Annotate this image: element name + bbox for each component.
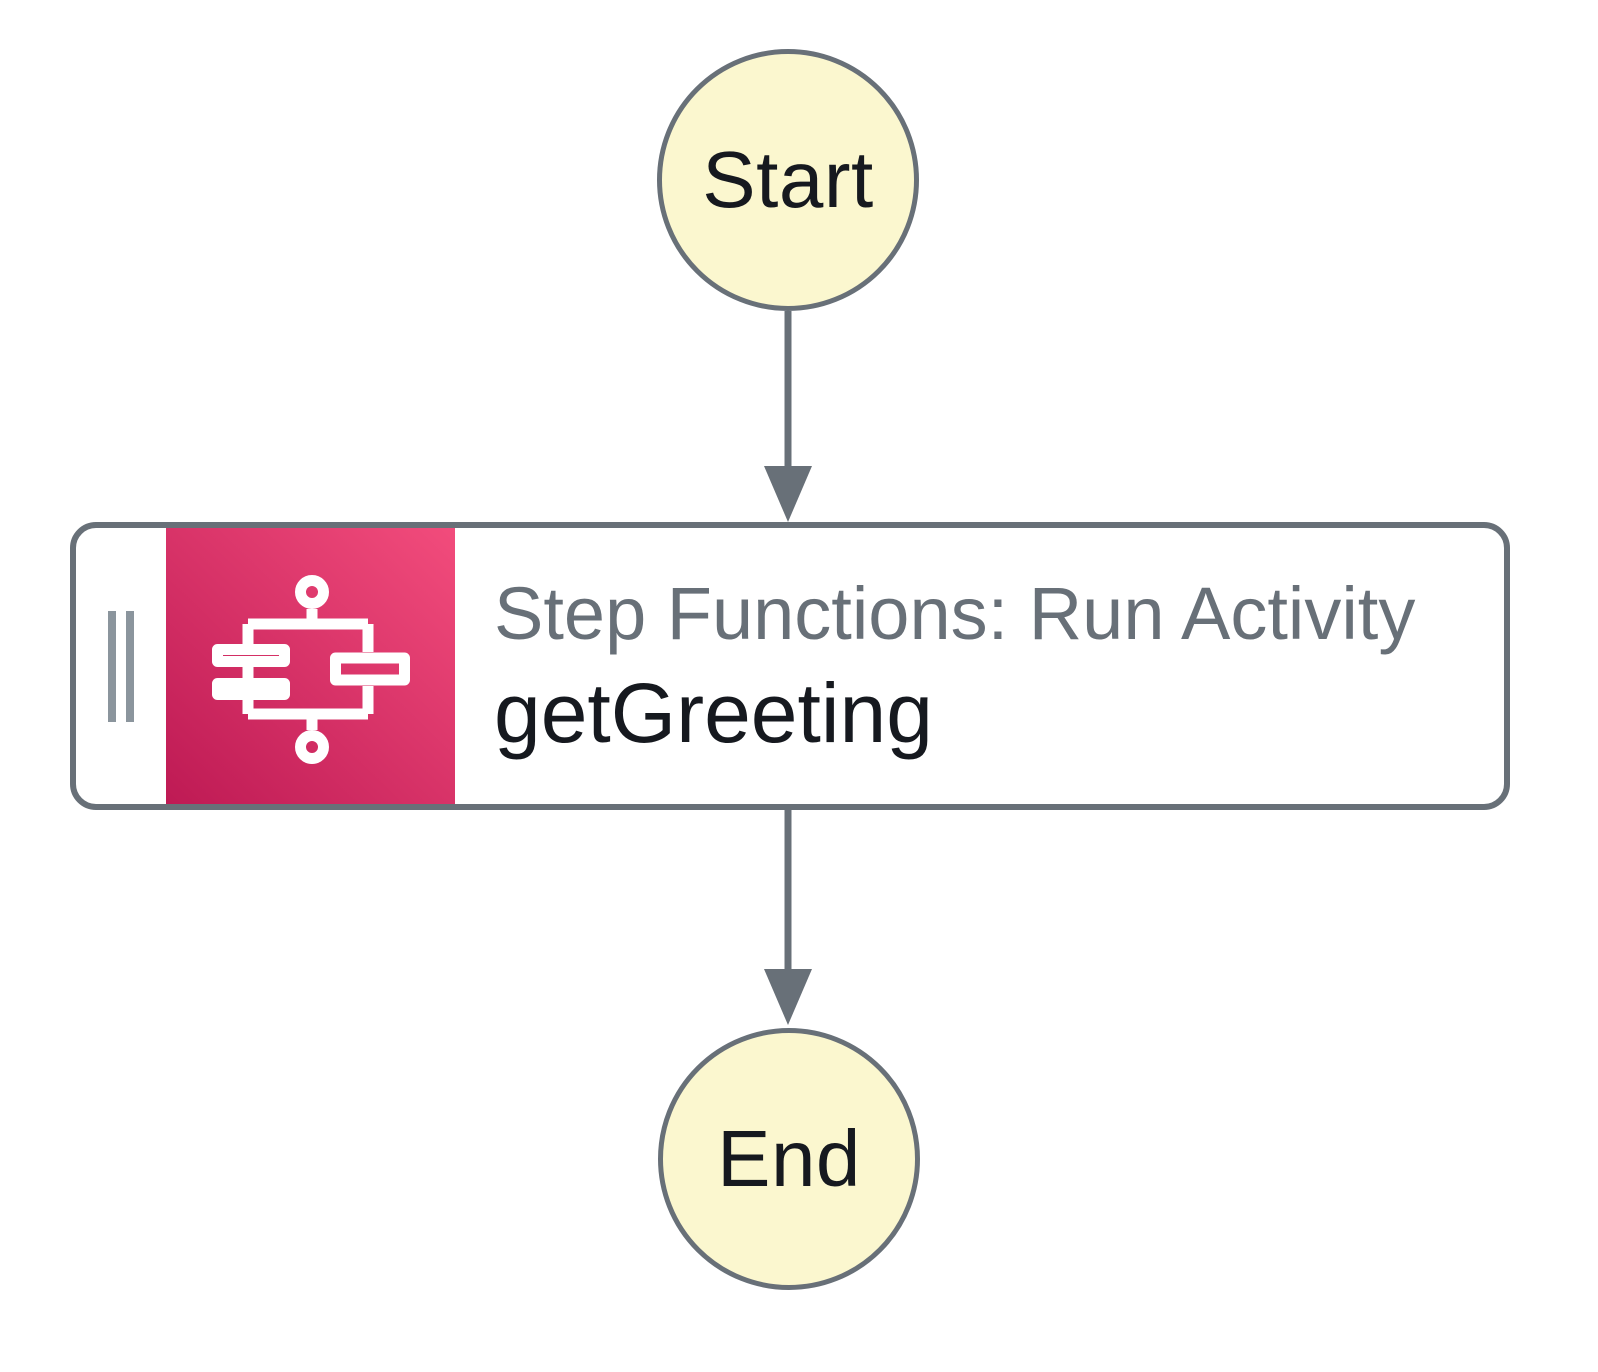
start-node: Start xyxy=(657,49,919,311)
drag-handle-bar xyxy=(126,610,134,722)
connector-arrow-start-to-task xyxy=(764,311,812,522)
end-label: End xyxy=(717,1114,861,1203)
step-functions-icon xyxy=(166,528,455,804)
task-type-label: Step Functions: Run Activity xyxy=(494,572,1416,656)
drag-handle-bar xyxy=(108,610,116,722)
task-text-block: Step Functions: Run Activity getGreeting xyxy=(455,528,1504,804)
connector-arrow-task-to-end xyxy=(764,810,812,1025)
end-node: End xyxy=(658,1028,920,1290)
task-node[interactable]: Step Functions: Run Activity getGreeting xyxy=(70,522,1510,810)
drag-handle[interactable] xyxy=(76,528,166,804)
task-name-label: getGreeting xyxy=(494,665,933,760)
start-label: Start xyxy=(702,135,874,224)
